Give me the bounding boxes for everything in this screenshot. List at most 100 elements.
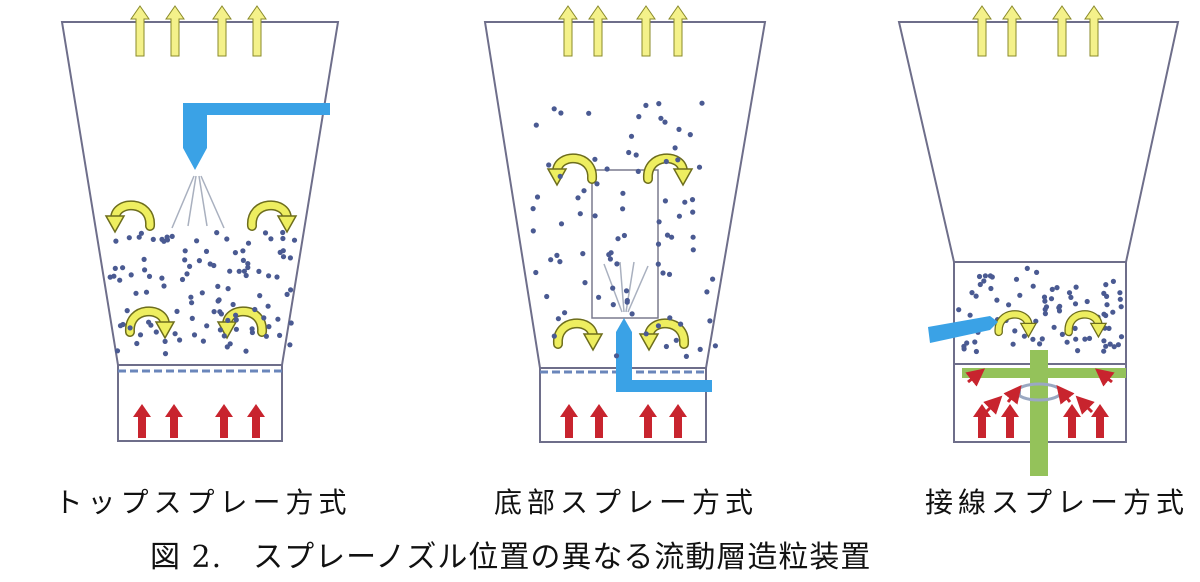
particle-dot bbox=[557, 173, 563, 179]
particle-dot bbox=[221, 333, 227, 339]
particle-dot bbox=[1064, 339, 1070, 345]
particle-dot bbox=[620, 206, 626, 212]
particle-dot bbox=[656, 101, 662, 107]
particle-dot bbox=[1049, 286, 1055, 292]
particle-dot bbox=[633, 152, 639, 158]
inlet-air-arrow-icon bbox=[165, 404, 183, 438]
particle-dot bbox=[287, 342, 293, 348]
panel-bottom-spray bbox=[483, 5, 767, 443]
spray-nozzle bbox=[616, 318, 712, 392]
inlet-air-arrow-icon bbox=[639, 404, 657, 438]
particle-dot bbox=[575, 195, 581, 201]
particle-dot bbox=[204, 323, 210, 329]
spray-cone bbox=[171, 175, 225, 229]
inlet-air-arrow-icon bbox=[133, 404, 151, 438]
particle-dot bbox=[623, 288, 630, 294]
particle-dot bbox=[184, 271, 190, 277]
particle-dot bbox=[182, 248, 188, 254]
inlet-air-arrow-icon bbox=[247, 404, 265, 438]
particle-dot bbox=[257, 293, 263, 299]
particle-dot bbox=[1012, 328, 1018, 334]
circulation-arrow-icon bbox=[638, 318, 689, 352]
particle-dot bbox=[1010, 341, 1016, 347]
particle-dot bbox=[245, 240, 252, 246]
particle-dot bbox=[1037, 341, 1043, 347]
particle-dot bbox=[233, 326, 239, 332]
particle-dot bbox=[249, 329, 255, 336]
particle-dot bbox=[607, 256, 614, 262]
particle-dot bbox=[268, 236, 274, 242]
particle-dot bbox=[544, 293, 550, 300]
particle-dot bbox=[194, 238, 200, 244]
particle-dot bbox=[530, 206, 536, 212]
particle-dot bbox=[533, 269, 539, 276]
particle-dot bbox=[284, 291, 290, 297]
particle-dot bbox=[280, 254, 287, 260]
particle-dot bbox=[287, 255, 293, 261]
particle-dot bbox=[675, 157, 681, 163]
particle-dot bbox=[582, 280, 588, 286]
particle-dot bbox=[534, 194, 541, 200]
particle-dot bbox=[1111, 344, 1117, 350]
particle-dot bbox=[196, 258, 202, 264]
exhaust-arrow-icon bbox=[972, 5, 992, 57]
particle-dot bbox=[177, 337, 183, 343]
particle-dot bbox=[558, 110, 564, 116]
particle-dot bbox=[636, 114, 642, 120]
particle-dot bbox=[230, 301, 236, 308]
circulation-arrow-icon bbox=[247, 200, 298, 234]
particle-dot bbox=[707, 318, 713, 324]
particle-dot bbox=[596, 294, 602, 300]
particle-dot bbox=[211, 309, 217, 315]
particle-dot bbox=[614, 261, 620, 267]
inlet-air-arrow-icon bbox=[590, 404, 608, 438]
chamber-outline bbox=[897, 21, 1180, 263]
particle-dot bbox=[972, 339, 978, 345]
particle-dot bbox=[961, 346, 967, 352]
particle-dot bbox=[240, 248, 246, 254]
particle-dot bbox=[1073, 336, 1079, 342]
particle-dot bbox=[1115, 342, 1121, 348]
particle-dot bbox=[261, 315, 267, 321]
particle-dot bbox=[624, 299, 630, 305]
chamber-outline bbox=[60, 21, 340, 366]
particle-dot bbox=[225, 286, 231, 292]
particle-dot bbox=[643, 331, 649, 337]
particle-dot bbox=[277, 249, 283, 255]
particle-dot bbox=[128, 272, 134, 278]
particle-dot bbox=[620, 190, 626, 196]
particle-dot bbox=[592, 156, 598, 162]
particle-dot bbox=[1075, 348, 1081, 354]
panel-tangential-spray bbox=[897, 5, 1180, 476]
particle-dot bbox=[138, 230, 144, 236]
spray-nozzle bbox=[928, 316, 998, 343]
particle-dot bbox=[233, 312, 239, 318]
particle-dot bbox=[277, 332, 283, 338]
particle-dot bbox=[1006, 302, 1012, 308]
spray-nozzle bbox=[183, 103, 330, 170]
panel-label-top-spray: トップスプレー方式 bbox=[54, 486, 352, 519]
particle-dot bbox=[126, 235, 132, 241]
particle-dot bbox=[1017, 292, 1023, 298]
particle-dot bbox=[1048, 296, 1055, 302]
particle-dot bbox=[199, 290, 205, 296]
particle-dot bbox=[1072, 325, 1078, 331]
inlet-air-arrow-icon bbox=[1091, 404, 1109, 438]
particle-dot bbox=[1117, 290, 1123, 296]
particle-dot bbox=[120, 321, 126, 328]
particle-dot bbox=[203, 248, 210, 254]
particle-dot bbox=[133, 290, 139, 296]
particle-dot bbox=[672, 145, 678, 151]
exhaust-arrow-icon bbox=[247, 5, 267, 57]
particle-dot bbox=[1033, 318, 1039, 324]
particle-dot bbox=[127, 325, 133, 331]
particle-dot bbox=[1118, 304, 1124, 310]
particle-dot bbox=[1110, 309, 1116, 315]
particle-dot bbox=[621, 232, 628, 239]
particle-dot bbox=[1101, 311, 1107, 317]
particle-dot bbox=[162, 351, 169, 357]
particle-dot bbox=[1104, 293, 1110, 299]
exhaust-arrow-icon bbox=[558, 5, 578, 57]
particle-dot bbox=[1110, 278, 1116, 284]
